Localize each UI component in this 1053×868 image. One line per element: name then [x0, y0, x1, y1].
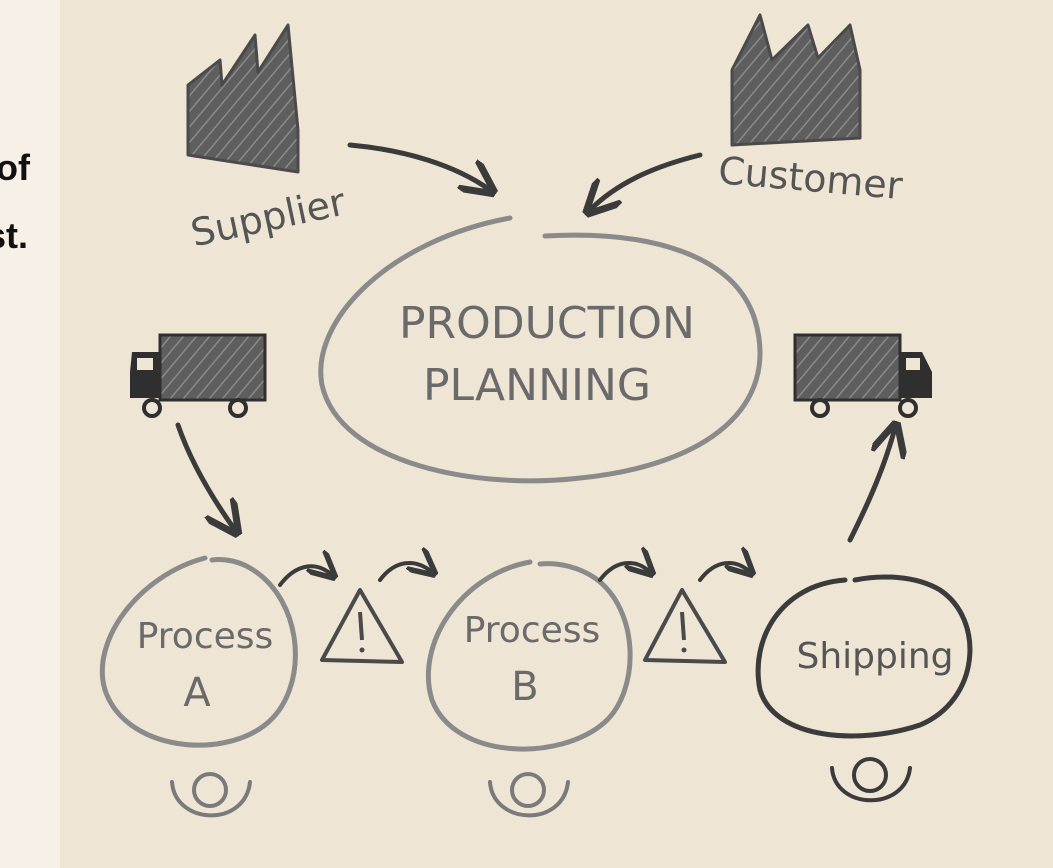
- side-text-line2: st.: [0, 215, 29, 256]
- shipping-to-truck-arrow-icon: [847, 428, 895, 543]
- person-b-icon: [488, 772, 570, 818]
- planning-title-line2: PLANNING: [423, 360, 651, 411]
- shipping-label: Shipping: [796, 636, 953, 677]
- production-planning-node: PRODUCTION PLANNING: [318, 215, 763, 484]
- customer-factory-icon: [730, 13, 862, 147]
- process-a-label-line1: Process: [137, 616, 274, 657]
- side-text-line1: of: [0, 147, 30, 188]
- shipping-node: Shipping: [755, 574, 973, 739]
- customer-to-planning-arrow-icon: [590, 152, 703, 210]
- flow-arrow-1-icon: [278, 566, 332, 587]
- process-a-label-line2: A: [183, 670, 211, 716]
- process-b-label-line1: Process: [464, 610, 601, 651]
- right-truck-icon: [793, 333, 932, 418]
- supplier-label: Supplier: [187, 180, 350, 256]
- process-b-label-line2: B: [511, 664, 538, 710]
- truck-to-process-a-arrow-icon: [175, 422, 235, 530]
- process-b-node: Process B: [425, 559, 633, 752]
- diagram-canvas: Supplier Customer PRODUCTION PLANNING: [60, 0, 1053, 868]
- supplier-factory-icon: [186, 23, 300, 174]
- person-a-icon: [170, 772, 252, 818]
- person-shipping-icon: [830, 757, 912, 803]
- supplier-to-planning-arrow-icon: [347, 142, 490, 190]
- planning-title-line1: PRODUCTION: [399, 298, 695, 349]
- side-panel: of st.: [0, 0, 60, 868]
- warning-b-shipping-icon: [643, 588, 727, 664]
- flow-arrow-4-icon: [698, 563, 750, 582]
- process-a-node: Process A: [99, 555, 298, 748]
- warning-a-b-icon: [320, 588, 404, 664]
- left-truck-icon: [130, 333, 267, 418]
- production-flow-diagram: Supplier Customer PRODUCTION PLANNING: [99, 13, 973, 818]
- customer-label: Customer: [717, 148, 905, 208]
- flow-arrow-3-icon: [598, 563, 650, 582]
- flow-arrow-2-icon: [378, 563, 432, 582]
